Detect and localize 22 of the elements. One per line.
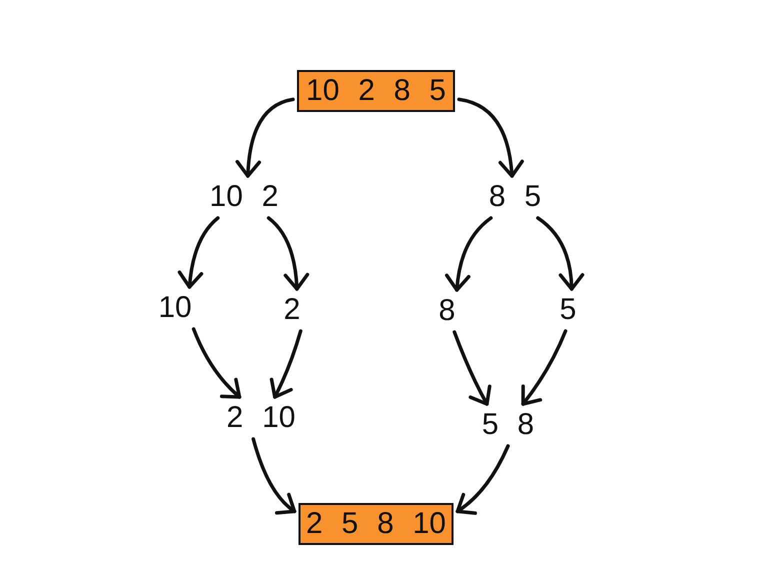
array-label: 8 (434, 294, 460, 328)
arrow (521, 329, 568, 406)
arrow (456, 444, 510, 514)
arrow (536, 216, 584, 291)
array-label: 5 8 (478, 408, 538, 442)
arrow (452, 330, 492, 406)
array-box: 10 2 8 5 (297, 70, 455, 112)
array-box: 2 5 8 10 (298, 503, 454, 545)
arrow (457, 98, 524, 178)
arrow (192, 327, 242, 399)
array-label: 2 (280, 293, 304, 327)
array-label: 10 (154, 291, 196, 325)
arrow (178, 216, 220, 289)
array-label: 8 5 (484, 180, 546, 214)
arrow (266, 216, 309, 291)
array-label: 2 10 (222, 401, 300, 435)
arrow (236, 98, 295, 178)
arrow (252, 437, 296, 514)
arrow (270, 329, 302, 399)
arrow (445, 216, 493, 292)
array-label: 10 2 (206, 180, 282, 214)
array-label: 5 (556, 293, 580, 327)
